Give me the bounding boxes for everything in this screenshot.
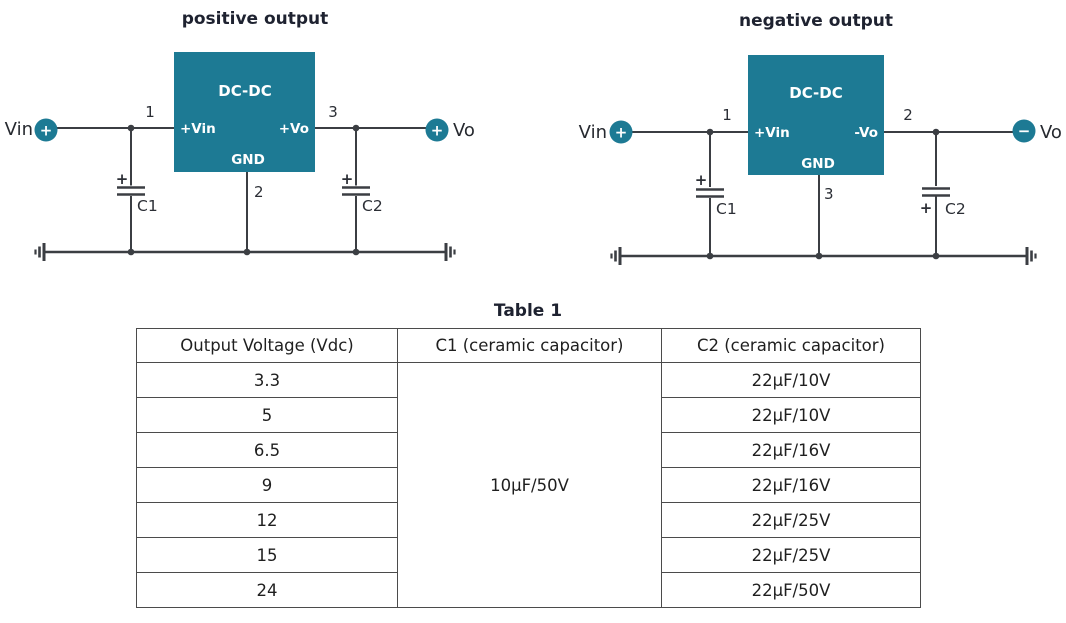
ground-symbol-right-icon — [1025, 247, 1037, 265]
c2-label: C2 — [362, 197, 383, 215]
table-row: 6.5 22µF/16V — [136, 432, 921, 468]
pin-number-1: 1 — [722, 106, 732, 124]
c2-polarity-sign: + — [920, 199, 933, 217]
pin-number-2: 2 — [254, 183, 264, 201]
c2-cell: 22µF/10V — [661, 362, 921, 398]
c1-polarity-sign: + — [695, 171, 708, 189]
capacitor-table: Output Voltage (Vdc) C1 (ceramic capacit… — [136, 328, 921, 608]
table-caption: Table 1 — [493, 301, 563, 321]
header-c1: C1 (ceramic capacitor) — [397, 328, 662, 363]
table-row: 9 22µF/16V — [136, 467, 921, 503]
pin-number-2: 2 — [903, 106, 913, 124]
junction-dots — [706, 128, 940, 260]
c2-cell: 22µF/16V — [661, 467, 921, 503]
table-row: 15 22µF/25V — [136, 537, 921, 573]
vo-terminal-label: Vo — [1040, 122, 1062, 143]
block-pin-vo-label: +Vo — [279, 121, 309, 137]
dcdc-block-label: DC-DC — [789, 84, 843, 102]
positive-circuit-title: positive output — [182, 9, 329, 29]
voltage-cell: 15 — [136, 537, 398, 573]
plus-terminal-icon: + — [34, 118, 58, 142]
svg-text:+: + — [40, 122, 53, 140]
block-pin-vin-label: +Vin — [754, 125, 790, 141]
header-c2: C2 (ceramic capacitor) — [661, 328, 921, 363]
voltage-cell: 24 — [136, 572, 398, 608]
block-pin-gnd-label: GND — [231, 152, 265, 168]
c2-cell: 22µF/25V — [661, 537, 921, 573]
svg-text:−: − — [1018, 122, 1031, 140]
voltage-cell: 9 — [136, 467, 398, 503]
capacitor-c2 — [342, 186, 370, 196]
voltage-cell: 12 — [136, 502, 398, 538]
c1-label: C1 — [137, 197, 158, 215]
table-row: 3.3 10µF/50V 22µF/10V — [136, 362, 921, 608]
table-header-row: Output Voltage (Vdc) C1 (ceramic capacit… — [136, 328, 921, 363]
pin-number-3: 3 — [328, 103, 338, 121]
negative-circuit-svg: negative output DC-DC +Vin -Vo GND 1 2 3… — [579, 11, 1062, 265]
capacitor-c2 — [922, 187, 950, 197]
voltage-cell: 5 — [136, 397, 398, 433]
ground-symbol-right-icon — [444, 243, 456, 261]
vo-terminal-label: Vo — [453, 120, 475, 141]
vin-terminal-label: Vin — [5, 119, 33, 140]
c2-label: C2 — [945, 200, 966, 218]
c2-polarity-sign: + — [341, 170, 354, 188]
negative-output-circuit: negative output DC-DC +Vin -Vo GND 1 2 3… — [533, 0, 1066, 290]
positive-output-circuit: positive output DC-DC +Vin +Vo GND 1 3 2… — [0, 0, 533, 290]
capacitor-c1 — [117, 186, 145, 196]
c2-cell: 22µF/16V — [661, 432, 921, 468]
dcdc-block-label: DC-DC — [218, 82, 272, 100]
block-pin-gnd-label: GND — [801, 156, 835, 172]
voltage-cell: 6.5 — [136, 432, 398, 468]
block-pin-vin-label: +Vin — [180, 121, 216, 137]
header-output-voltage: Output Voltage (Vdc) — [136, 328, 398, 363]
capacitor-c1 — [696, 188, 724, 198]
svg-text:+: + — [615, 124, 628, 142]
c1-label: C1 — [716, 200, 737, 218]
c1-polarity-sign: + — [116, 170, 129, 188]
plus-output-terminal-icon: + — [425, 118, 449, 142]
svg-text:+: + — [431, 122, 444, 140]
c2-cell: 22µF/25V — [661, 502, 921, 538]
ground-symbol-left-icon — [610, 247, 622, 265]
pin-number-3: 3 — [824, 185, 834, 203]
block-pin-vo-label: -Vo — [854, 125, 878, 141]
voltage-cell: 3.3 — [136, 362, 398, 398]
negative-circuit-title: negative output — [739, 11, 893, 31]
dcdc-block — [174, 52, 315, 172]
negative-wires — [620, 131, 1027, 258]
c2-cell: 22µF/50V — [661, 572, 921, 608]
positive-circuit-svg: positive output DC-DC +Vin +Vo GND 1 3 2… — [5, 9, 475, 261]
pin-number-1: 1 — [145, 103, 155, 121]
c2-cell: 22µF/10V — [661, 397, 921, 433]
junction-dots — [127, 124, 360, 256]
plus-terminal-icon: + — [609, 120, 633, 144]
minus-terminal-icon: − — [1012, 119, 1036, 143]
table-row: 24 22µF/50V — [136, 572, 921, 608]
c1-merged-cell: 10µF/50V — [397, 362, 662, 608]
ground-symbol-left-icon — [34, 243, 46, 261]
table-row: 5 22µF/10V — [136, 397, 921, 433]
table-row: 12 22µF/25V — [136, 502, 921, 538]
vin-terminal-label: Vin — [579, 122, 607, 143]
dcdc-block — [748, 55, 884, 175]
table-1-section: Table 1 Output Voltage (Vdc) C1 (ceramic… — [136, 301, 921, 608]
